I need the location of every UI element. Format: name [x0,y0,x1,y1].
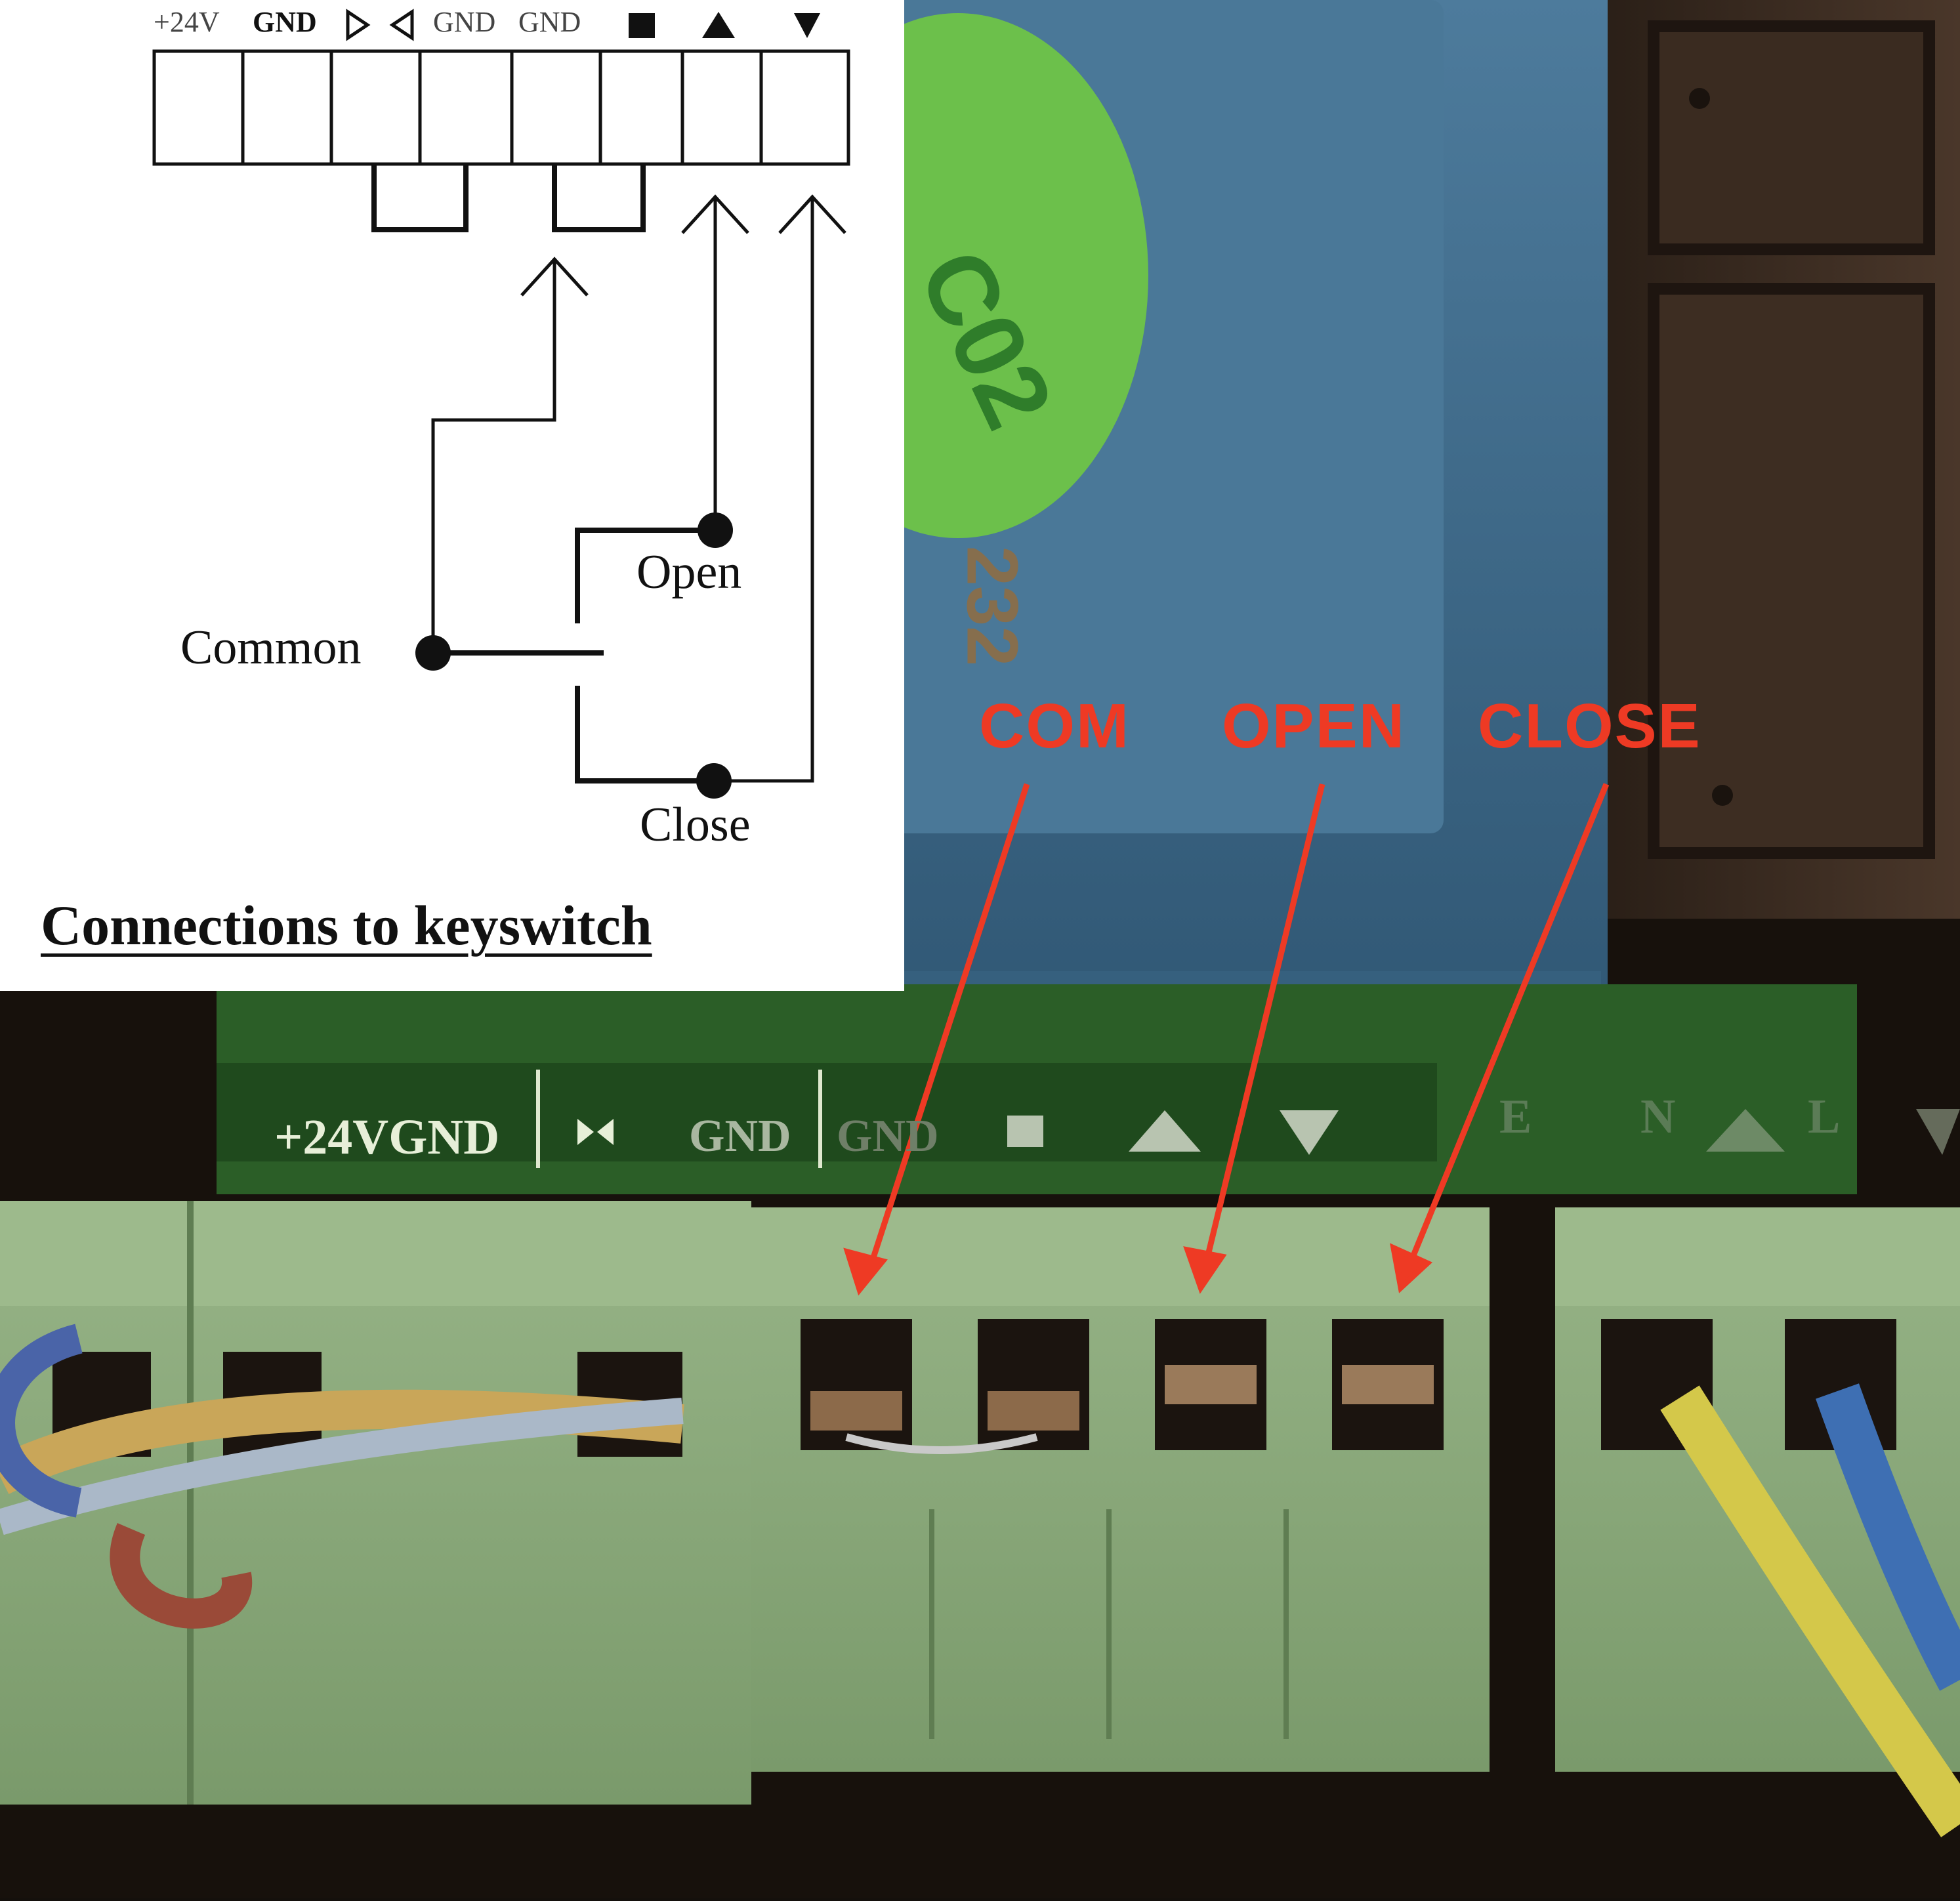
wire-red-loop [110,1522,253,1629]
pin-label-gnd-3: GND [518,6,581,38]
terminal-label-open: Open [636,545,742,599]
pcb-right-down-triangle-icon [1916,1109,1960,1155]
switch-open-contact [575,528,715,623]
close-arrowhead [1390,1243,1433,1293]
pcb-letter-n: N [1640,1090,1676,1144]
up-triangle-icon [702,12,735,38]
com-arrowhead [843,1247,888,1296]
callout-open: OPEN [1222,691,1406,761]
down-triangle-icon [794,13,820,38]
casing-panel-bottom [1648,283,1935,859]
close-wire [714,197,814,783]
common-wire-arrow [520,257,589,297]
callout-arrows [843,783,1610,1296]
terminal-block-second [367,1201,751,1805]
wire-yellow-green [1660,1385,1960,1837]
close-terminal-dot [696,763,732,799]
common-wire [431,259,556,646]
close-wire-arrow [778,194,846,234]
terminal-label-close: Close [640,798,751,852]
open-terminal-dot [698,512,733,548]
casing-screw [1689,88,1710,109]
pcb-letter-l: L [1808,1090,1841,1144]
terminal-strip [152,49,850,166]
pcb-bowtie-icon [577,1119,594,1145]
pcb-down-triangle-icon [1280,1110,1339,1155]
callout-com: COM [979,691,1130,761]
open-arrowhead [1183,1246,1227,1294]
jumper-link-2 [552,164,646,232]
pin-label-gnd: GND [253,6,317,38]
pcb-label-24v-gnd: +24VGND [274,1110,500,1165]
keyswitch-diagram: +24V GND GND GND Open Common Close Conne… [0,0,904,991]
terminal-label-common: Common [180,621,362,675]
casing-panel-top [1648,20,1935,255]
pcb-letter-e: E [1499,1090,1532,1144]
wire-lightblue [0,1398,684,1535]
diagram-caption: Connections to keyswitch [41,894,652,957]
common-terminal-dot [415,635,451,671]
pcb-label-gnd-2: GND [837,1111,939,1161]
wire-blue [1816,1383,1960,1691]
pcb-up-triangle-icon [1129,1110,1201,1152]
pin-label-gnd-2: GND [433,6,496,38]
pcb-right-up-triangle-icon [1706,1109,1785,1152]
pcb-bowtie-icon [597,1119,614,1145]
com-arrow [866,783,1030,1271]
casing-screw [1712,785,1733,806]
wire-blue-loop [0,1324,83,1518]
stop-square-icon [629,13,655,38]
open-arrow [1203,783,1325,1264]
switch-close-contact [575,686,714,783]
pcb-stop-square-icon [1007,1116,1043,1147]
pin-label-24v: +24V [154,6,220,38]
callout-close: CLOSE [1478,691,1701,761]
sticker-marking-small: 232 [951,545,1033,667]
terminal-block-com-open-close [751,1207,1490,1772]
pcb-label-gnd-1: GND [689,1111,791,1161]
wiring-diagram [152,9,850,799]
bowtie-valve-icon [346,9,371,41]
jumper-link-1 [371,164,469,232]
bowtie-valve-icon [389,9,414,41]
close-arrow [1406,783,1610,1266]
jumper-wire [845,1433,1038,1454]
open-wire-arrow [681,194,749,234]
